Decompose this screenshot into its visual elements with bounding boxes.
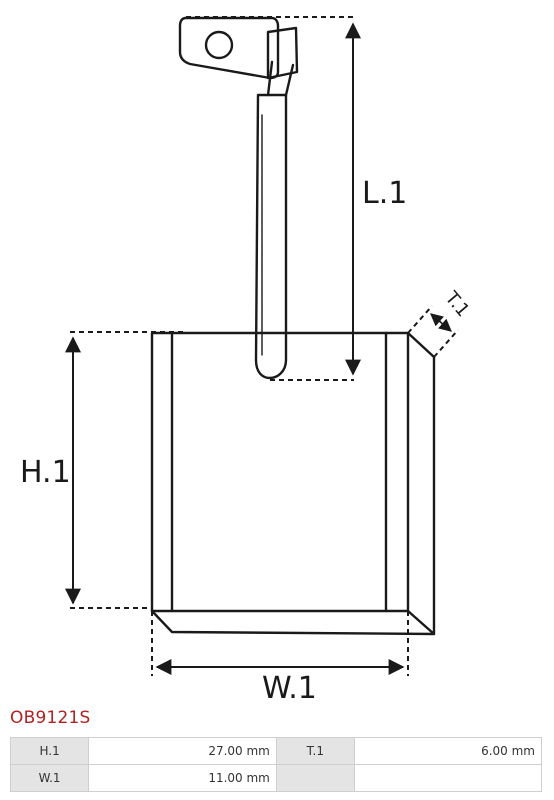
terminal-hole xyxy=(204,30,234,60)
table-row: W.1 11.00 mm xyxy=(9,764,543,792)
spec-value-h1: 27.00 mm xyxy=(88,737,277,765)
carbon-brush-diagram: L.1 H.1 W.1 T.1 xyxy=(20,16,474,700)
h1-label: H.1 xyxy=(20,455,71,490)
t1-dimension-line xyxy=(430,313,452,332)
shunt-wire xyxy=(266,60,295,97)
spec-label-h1: H.1 xyxy=(9,737,90,765)
table-row: H.1 27.00 mm T.1 6.00 mm xyxy=(9,737,543,765)
l1-label: L.1 xyxy=(362,176,407,211)
spec-label-w1: W.1 xyxy=(9,764,90,792)
spec-value-w1: 11.00 mm xyxy=(88,764,277,792)
brush-side-face xyxy=(406,331,436,636)
brush-front-face xyxy=(150,331,410,613)
spec-label-t1: T.1 xyxy=(275,737,355,765)
spec-value-t1: 6.00 mm xyxy=(353,737,543,765)
spec-label-empty xyxy=(275,764,355,792)
crimp-sleeve xyxy=(266,26,299,80)
brush-bottom-face xyxy=(150,609,436,636)
spec-value-empty xyxy=(353,764,543,792)
shunt-wire-body xyxy=(254,93,288,380)
part-code: OB9121S xyxy=(10,708,91,728)
spec-table: H.1 27.00 mm T.1 6.00 mm W.1 11.00 mm xyxy=(9,737,543,792)
terminal-lug xyxy=(178,16,280,80)
t1-label: T.1 xyxy=(440,287,473,321)
w1-label: W.1 xyxy=(262,671,317,700)
